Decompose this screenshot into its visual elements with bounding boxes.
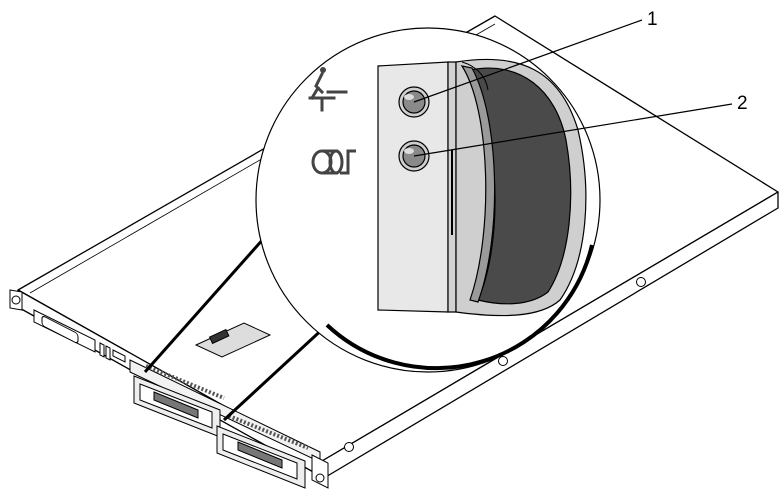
magnifier-rim-shadow	[325, 244, 594, 371]
hard-drive-status-icon	[311, 149, 356, 175]
callout-line-1	[413, 19, 643, 103]
callout-line-2	[413, 103, 733, 157]
side-screw	[498, 356, 508, 366]
magnifier-cone-left	[143, 236, 267, 373]
internal-detail	[194, 322, 272, 358]
magnifier-cone	[143, 236, 329, 422]
side-screw	[636, 277, 646, 287]
hard-drive-status-indicator	[398, 140, 430, 172]
drive-carrier-latch	[237, 441, 283, 469]
right-thumbscrew-icon	[315, 473, 325, 483]
lcd-display	[41, 316, 79, 344]
activity-led-glare	[404, 94, 414, 100]
drive-carrier-latch	[153, 391, 199, 419]
chassis-screws	[344, 277, 646, 452]
hard-drive-carriers	[133, 364, 309, 489]
left-thumbscrew-icon	[11, 295, 21, 305]
magnifier-cone-right	[222, 323, 329, 422]
hard-drive-carrier-1	[216, 414, 309, 489]
usb-ports	[105, 345, 111, 361]
usb-ports	[99, 342, 105, 358]
callout-lines	[413, 19, 733, 157]
carrier-handle-inner	[461, 61, 489, 91]
carrier-handle-dark	[469, 67, 572, 305]
carrier-handle-highlight	[460, 65, 496, 303]
callout-number-2: 2	[737, 93, 748, 114]
internal-module	[194, 322, 272, 358]
front-panel	[9, 289, 329, 489]
magnified-drive-carrier	[377, 58, 587, 317]
side-screw	[344, 442, 354, 452]
internal-latch	[208, 328, 230, 345]
callout-number-1: 1	[647, 9, 658, 30]
status-led-glare	[404, 148, 414, 154]
video-port	[112, 349, 126, 363]
hard-drive-activity-icon	[308, 67, 348, 112]
hard-drive-carrier-0	[133, 364, 225, 438]
